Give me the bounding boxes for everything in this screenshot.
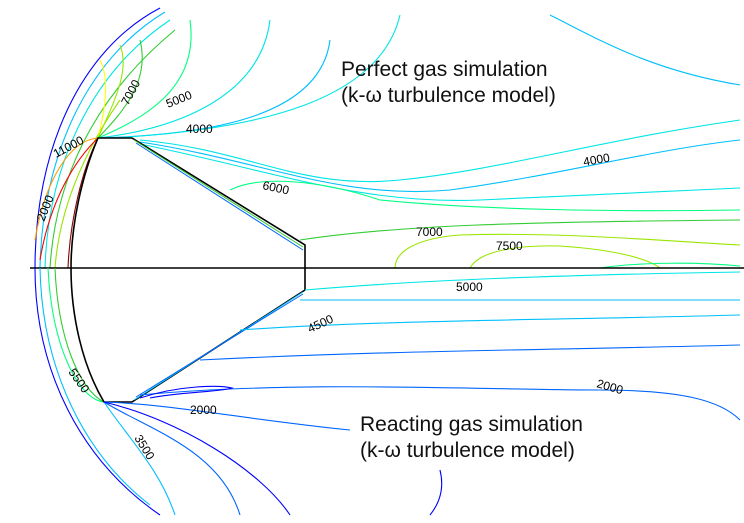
contour-label-top-4: 4000 (186, 122, 213, 136)
lower-wake-5 (139, 386, 741, 421)
bottom-caption-line2: (k-ω turbulence model) (360, 439, 575, 462)
fan-contour-4 (97, 19, 192, 139)
top-caption-line2: (k-ω turbulence model) (341, 84, 556, 107)
contour-label-top-8: 7000 (416, 225, 443, 239)
shock-contour-upper-1 (34, 7, 161, 269)
contour-label-bottom-1: 4500 (305, 312, 335, 336)
lower-body (70, 267, 306, 403)
lower-wake-9 (103, 401, 241, 516)
upper-wake-contours (139, 119, 741, 269)
lower-wake-1 (304, 271, 741, 291)
lower-wake-3 (239, 314, 741, 331)
lower-wake-4 (199, 344, 741, 361)
lower-body-outline (70, 267, 306, 403)
shock-contour-lower-4 (54, 267, 105, 403)
upper-body-surface-layer-2 (135, 142, 304, 251)
top-caption: Perfect gas simulation (k-ω turbulence m… (341, 57, 556, 109)
fan-contour-8 (549, 14, 741, 86)
fan-contour-1 (97, 59, 107, 139)
wake-contour-7 (469, 245, 661, 269)
contour-label-bottom-2: 2000 (595, 376, 625, 397)
contour-label-top-2: 5000 (164, 88, 194, 111)
upper-fan-contours (97, 14, 741, 139)
top-caption-line1: Perfect gas simulation (341, 58, 548, 81)
lower-wake-8 (103, 401, 176, 516)
shock-contour-lower-1 (34, 267, 161, 516)
bottom-caption-line1: Reacting gas simulation (360, 413, 583, 436)
contour-label-top-6: 6000 (261, 178, 290, 197)
lower-wake-6 (139, 385, 234, 399)
shock-contour-upper-8 (67, 137, 99, 269)
upper-body-outline (70, 137, 306, 269)
shock-contour-lower-2 (39, 267, 151, 506)
wake-contour-6 (394, 233, 741, 269)
contour-label-bottom-4: 2000 (190, 403, 217, 417)
shock-contour-upper-7 (39, 137, 99, 261)
fan-contour-3 (97, 39, 143, 139)
wake-contour-4 (229, 180, 741, 212)
wake-contour-5 (299, 219, 741, 241)
lower-wake-7 (103, 401, 351, 431)
contour-label-top-10: 5000 (456, 280, 483, 294)
wake-contour-3 (139, 143, 741, 202)
lower-wake-11 (429, 469, 443, 516)
contour-label-top-9: 7500 (496, 239, 523, 253)
upper-shock-contours (34, 7, 176, 269)
bottom-caption: Reacting gas simulation (k-ω turbulence … (360, 412, 583, 464)
contour-label-bottom-5: 3500 (131, 432, 157, 462)
wake-contour-2 (139, 139, 741, 193)
shock-contour-upper-5 (54, 99, 121, 269)
fan-contour-5 (97, 19, 271, 139)
shock-contour-upper-2 (39, 11, 166, 269)
fan-contour-7 (109, 14, 401, 139)
upper-body (70, 137, 306, 269)
lower-shock-contours (34, 267, 161, 516)
shock-contour-lower-3 (47, 267, 105, 403)
wake-contour-1 (139, 119, 741, 183)
shock-contour-upper-6 (34, 137, 99, 241)
upper-body-surface-layer (133, 139, 304, 248)
fan-contour-2 (97, 44, 124, 139)
shock-contour-upper-4 (49, 29, 176, 269)
contour-label-top-7: 4000 (582, 150, 611, 168)
wake-contour-8 (599, 262, 741, 269)
lower-body-surface-layer-2 (135, 293, 304, 398)
lower-wake-10 (103, 401, 291, 516)
lower-wake-contours (103, 271, 741, 516)
contour-label-top-1: 7000 (118, 77, 143, 107)
